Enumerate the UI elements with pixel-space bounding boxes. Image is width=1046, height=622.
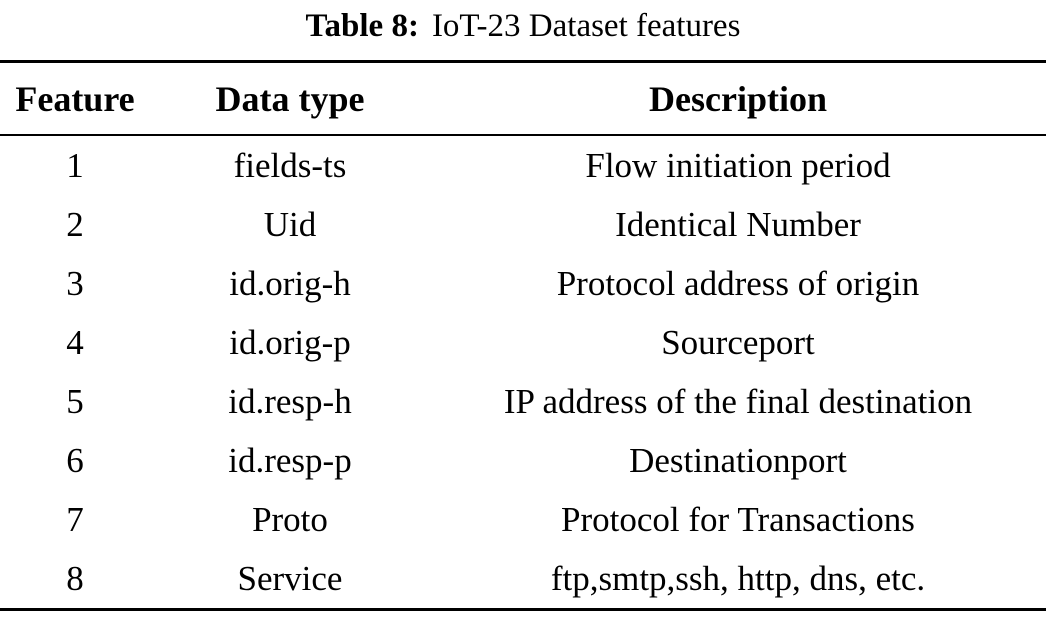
feature-number-cell: 2 [66,204,84,244]
table-caption-label: Table 8: [305,8,419,44]
description-cell: Protocol address of origin [556,263,920,303]
table-caption: Table 8: IoT-23 Dataset features [0,0,1046,48]
data-type-cell: id.orig-p [229,322,351,362]
description-cell: ftp,smtp,ssh, http, dns, etc. [550,558,926,598]
feature-number-cell: 4 [66,322,84,362]
table-row: 4 id.orig-p Sourceport [0,313,1046,372]
description-cell: Identical Number [615,204,861,244]
description-cell: Destinationport [629,440,847,480]
data-type-cell: Uid [263,204,317,244]
data-type-cell: id.resp-p [228,440,352,480]
table-header-row: Feature Data type Description [0,61,1046,136]
table-row: 1 fields-ts Flow initiation period [0,135,1046,195]
table-row: 5 id.resp-h IP address of the final dest… [0,372,1046,431]
feature-number-cell: 3 [66,263,84,303]
table-row: 6 id.resp-p Destinationport [0,431,1046,490]
description-cell: Protocol for Transactions [561,499,915,539]
data-type-cell: id.resp-h [228,381,352,421]
table-row: 7 Proto Protocol for Transactions [0,490,1046,549]
feature-number-cell: 5 [66,381,84,421]
column-header-description: Description [430,61,1046,136]
description-cell: IP address of the final destination [503,381,973,421]
data-type-cell: fields-ts [233,145,347,185]
description-cell: Sourceport [661,322,815,362]
feature-number-cell: 6 [66,440,84,480]
feature-number-cell: 8 [66,558,84,598]
feature-number-cell: 1 [66,145,84,185]
data-type-cell: id.orig-h [229,263,351,303]
table-row: 8 Service ftp,smtp,ssh, http, dns, etc. [0,549,1046,610]
data-type-cell: Service [237,558,343,598]
table-row: 3 id.orig-h Protocol address of origin [0,254,1046,313]
description-cell: Flow initiation period [585,145,891,185]
features-table: Feature Data type Description 1 fields-t… [0,60,1046,611]
table-caption-title: IoT-23 Dataset features [431,8,741,44]
column-header-feature: Feature [0,61,150,136]
table-row: 2 Uid Identical Number [0,195,1046,254]
column-header-data-type: Data type [150,61,430,136]
feature-number-cell: 7 [66,499,84,539]
data-type-cell: Proto [252,499,328,539]
